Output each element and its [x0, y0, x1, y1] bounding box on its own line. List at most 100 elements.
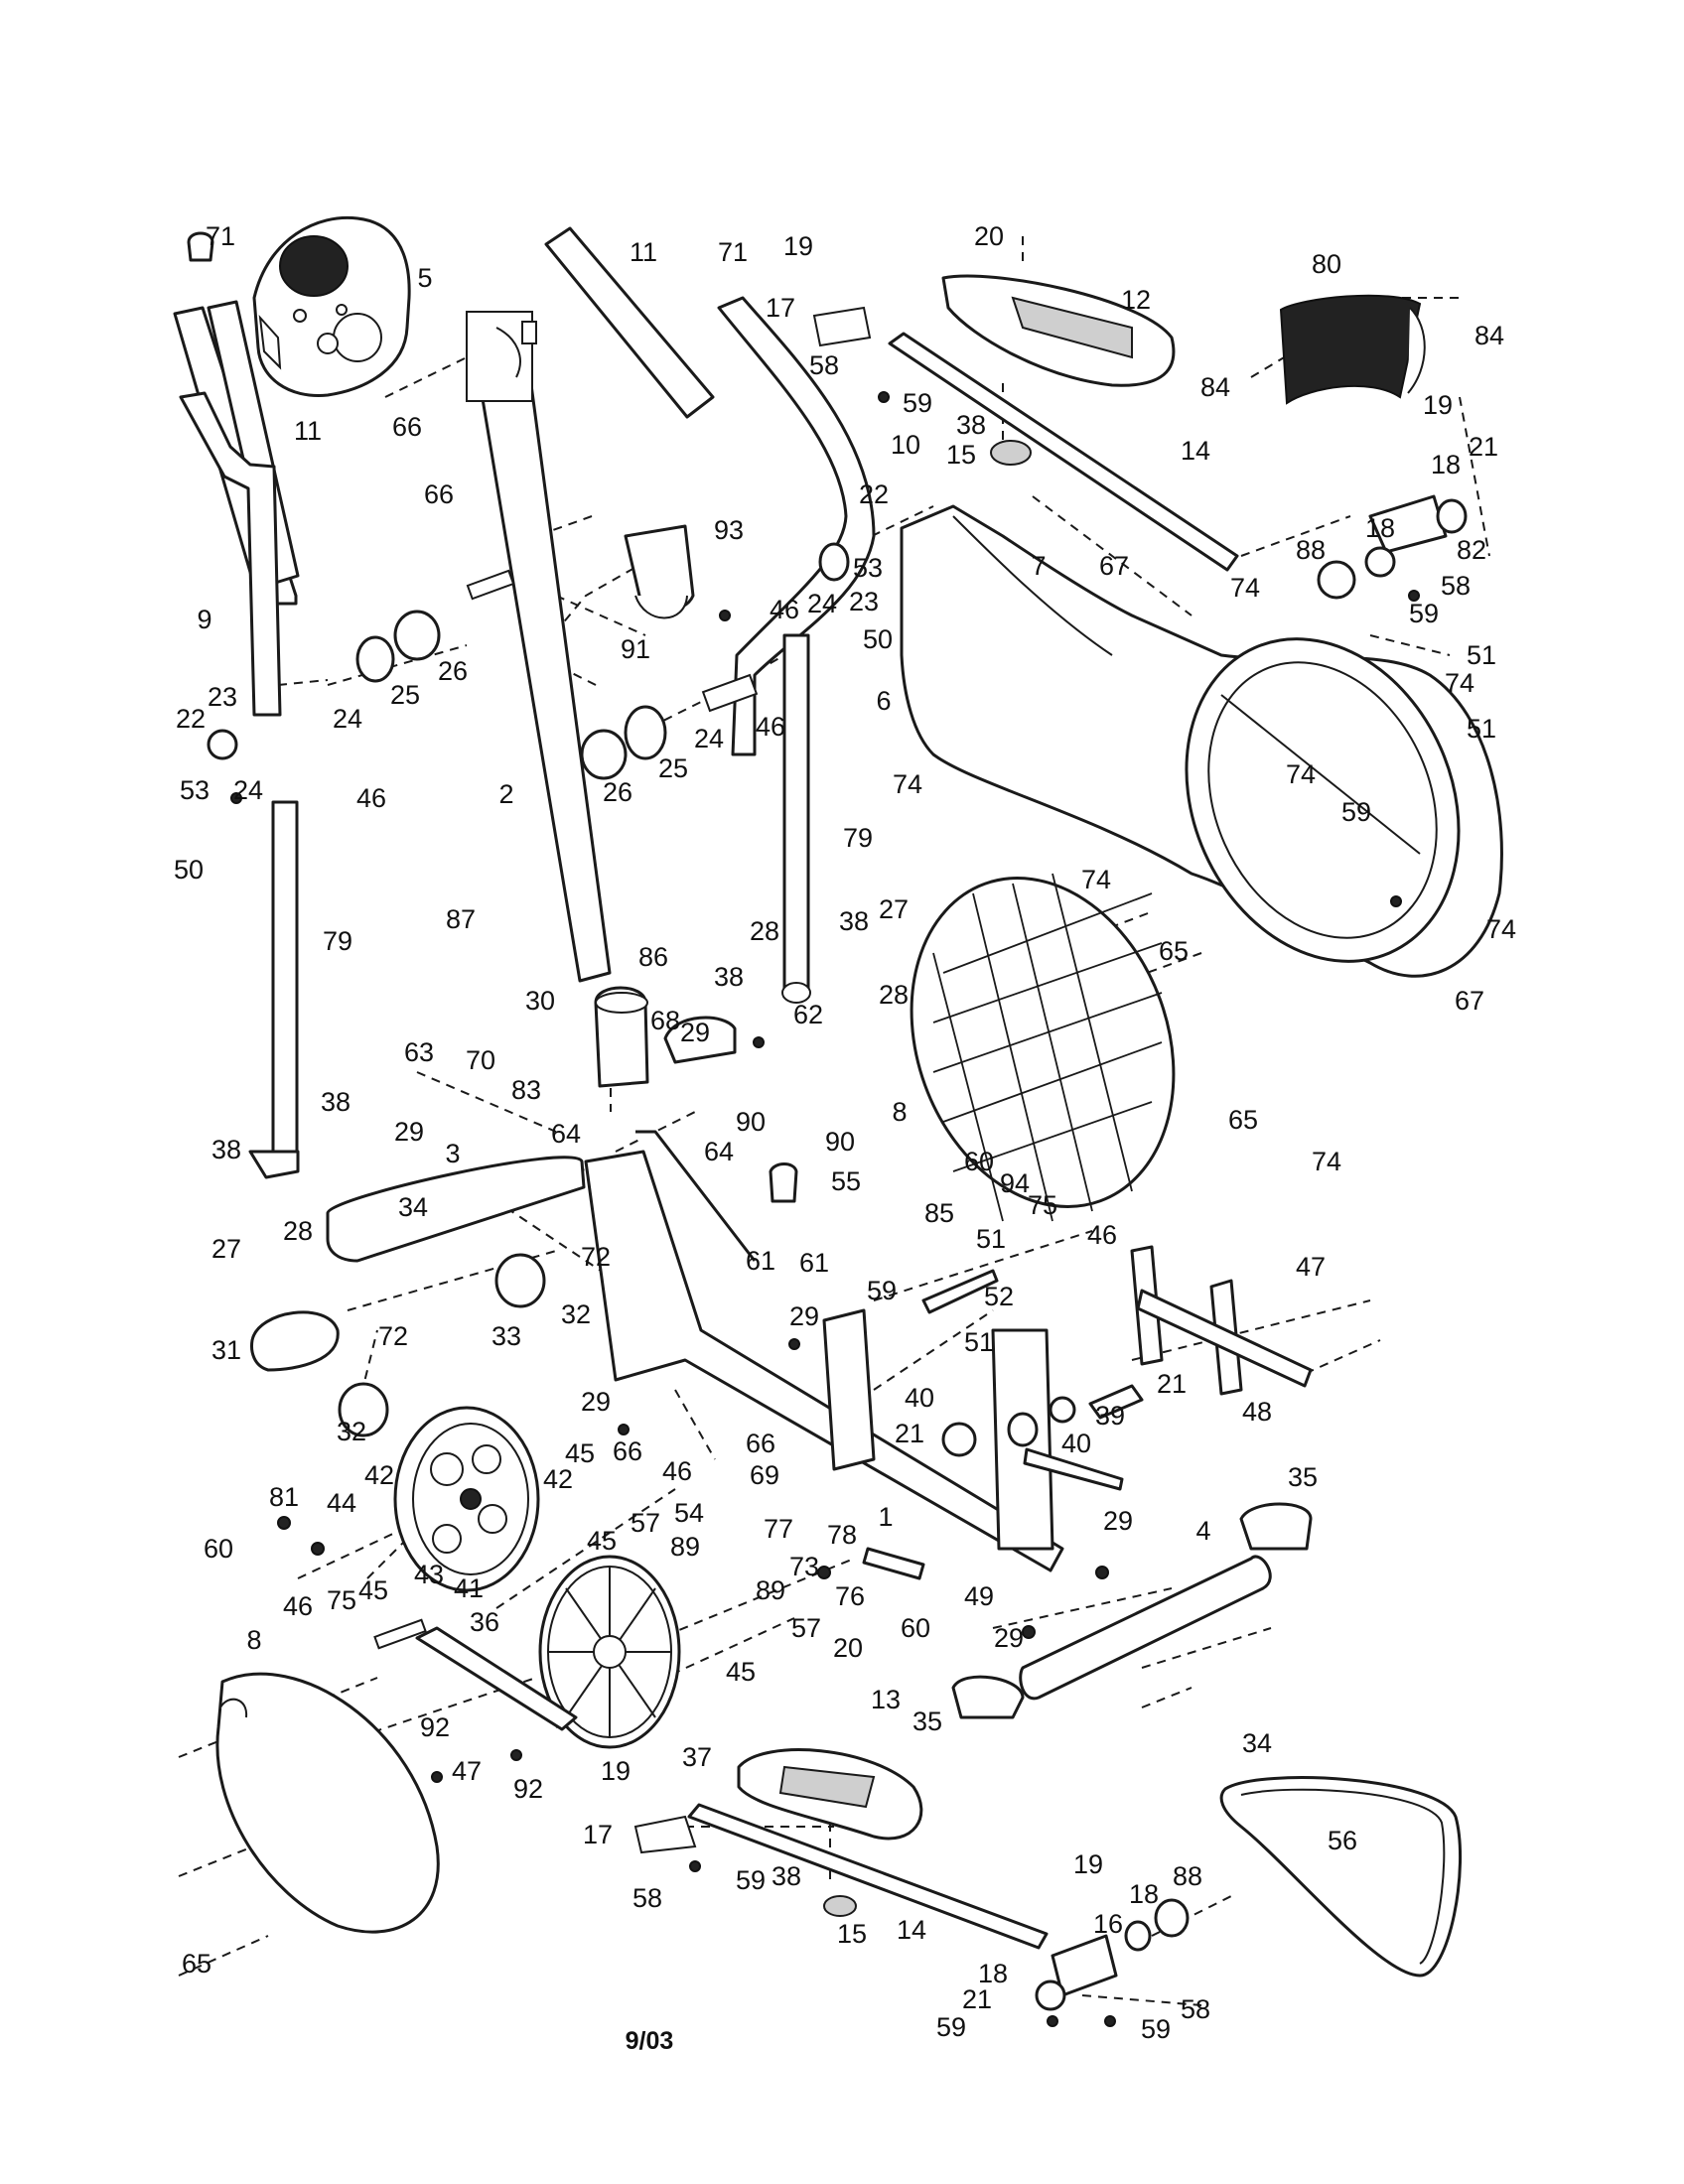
part-callout-c61a: 61: [746, 1246, 775, 1276]
part-callout-c71a: 71: [206, 221, 235, 251]
part-callout-c59d: 59: [867, 1276, 897, 1305]
part-callout-c51b: 51: [1467, 714, 1496, 744]
part-callout-c67a: 67: [1099, 551, 1129, 581]
axle-bracket: [373, 1618, 578, 1731]
part-callout-c65c: 65: [182, 1949, 211, 1979]
part-callout-c27a: 27: [879, 894, 909, 924]
stabilizer-link-upper: [1317, 494, 1468, 600]
part-callout-c5: 5: [417, 263, 432, 293]
part-callout-c90b: 90: [825, 1127, 855, 1157]
part-callout-c28c: 28: [283, 1216, 313, 1246]
part-callout-c29a: 29: [680, 1018, 710, 1047]
part-callout-c38e: 38: [211, 1135, 241, 1164]
part-callout-c89a: 89: [670, 1532, 700, 1562]
part-callout-c59e: 59: [736, 1865, 766, 1895]
idler-and-crank-parts: [769, 1162, 1313, 1580]
part-callout-c49: 49: [964, 1581, 994, 1611]
part-callout-c46b: 46: [770, 595, 799, 624]
part-callout-c92a: 92: [420, 1712, 450, 1742]
part-callout-c23a: 23: [208, 682, 237, 712]
part-callout-c18b: 18: [1365, 513, 1395, 543]
part-callout-c4: 4: [1195, 1516, 1210, 1546]
part-callout-c66d: 66: [746, 1429, 775, 1458]
part-callout-c46e: 46: [662, 1456, 692, 1486]
part-callout-c81: 81: [269, 1482, 299, 1512]
part-callout-c67b: 67: [1455, 986, 1484, 1016]
part-callout-c79a: 79: [323, 926, 352, 956]
rear-stabilizer: [951, 1502, 1313, 1719]
part-callout-c25a: 25: [390, 680, 420, 710]
part-callout-c46d: 46: [1087, 1220, 1117, 1250]
part-callout-c28b: 28: [879, 980, 909, 1010]
part-callout-c64a: 64: [551, 1119, 581, 1149]
part-callout-c94: 94: [1000, 1168, 1030, 1198]
part-callout-c76: 76: [835, 1581, 865, 1611]
part-callout-c58c: 58: [632, 1883, 662, 1913]
part-callout-c21b: 21: [1157, 1369, 1187, 1399]
part-callout-c89b: 89: [756, 1575, 785, 1605]
part-callout-c60a: 60: [964, 1147, 994, 1176]
part-callout-c23b: 23: [849, 587, 879, 616]
part-callout-c38c: 38: [714, 962, 744, 992]
part-callout-c24a: 24: [233, 775, 263, 805]
part-callout-c6: 6: [876, 686, 891, 716]
part-callout-c38b: 38: [839, 906, 869, 936]
part-callout-c38a: 38: [956, 410, 986, 440]
part-callout-c53b: 53: [853, 553, 883, 583]
part-callout-c22b: 22: [859, 479, 889, 509]
part-callout-c22a: 22: [176, 704, 206, 734]
part-callout-c60c: 60: [901, 1613, 930, 1643]
part-callout-c38d: 38: [321, 1087, 351, 1117]
part-callout-c74c: 74: [1286, 759, 1316, 789]
part-callout-c51d: 51: [964, 1327, 994, 1357]
part-callout-c51c: 51: [976, 1224, 1006, 1254]
part-callout-c43: 43: [414, 1560, 444, 1589]
main-frame: [584, 986, 1124, 1572]
part-callout-c61b: 61: [799, 1248, 829, 1278]
part-callout-c70: 70: [466, 1045, 495, 1075]
part-callout-c29c: 29: [789, 1301, 819, 1331]
part-callout-c48: 48: [1242, 1397, 1272, 1427]
part-callout-c55: 55: [831, 1166, 861, 1196]
part-callout-c51a: 51: [1467, 640, 1496, 670]
front-stabilizer: [250, 1016, 737, 1437]
left-side-cover: [215, 1672, 440, 1934]
part-callout-c59f: 59: [936, 2012, 966, 2042]
part-callout-c50b: 50: [863, 624, 893, 654]
part-callout-c80: 80: [1312, 249, 1341, 279]
part-callout-c82: 82: [1457, 535, 1486, 565]
part-callout-c24d: 24: [694, 724, 724, 753]
part-callout-c62: 62: [793, 1000, 823, 1029]
part-callout-c32b: 32: [337, 1417, 366, 1446]
part-callout-c59a: 59: [903, 388, 932, 418]
part-callout-c45d: 45: [726, 1657, 756, 1687]
part-callout-c74a: 74: [1230, 573, 1260, 603]
part-callout-c9: 9: [197, 605, 211, 634]
part-callout-c60b: 60: [204, 1534, 233, 1564]
part-callout-c32a: 32: [561, 1299, 591, 1329]
part-callout-c46c: 46: [756, 712, 785, 742]
part-callout-c21c: 21: [895, 1419, 924, 1448]
part-callout-c27b: 27: [211, 1234, 241, 1264]
part-callout-c24b: 24: [333, 704, 362, 734]
part-callout-c19a: 19: [783, 231, 813, 261]
part-callout-c8a: 8: [892, 1097, 907, 1127]
part-callout-c3: 3: [445, 1139, 460, 1168]
part-callout-c29d: 29: [581, 1387, 611, 1417]
right-shroud: [900, 504, 1503, 978]
part-callout-c91: 91: [621, 634, 650, 664]
part-callout-c74e: 74: [1081, 865, 1111, 894]
part-callout-c54: 54: [674, 1498, 704, 1528]
part-callout-c18d: 18: [978, 1959, 1008, 1988]
part-callout-c29b: 29: [394, 1117, 424, 1147]
part-callout-c74f: 74: [1486, 914, 1516, 944]
part-callout-c42b: 42: [364, 1460, 394, 1490]
part-callout-c52: 52: [984, 1282, 1014, 1311]
part-callout-c78: 78: [827, 1520, 857, 1550]
part-callout-c74d: 74: [893, 769, 922, 799]
part-callout-c30: 30: [525, 986, 555, 1016]
part-callout-c59c: 59: [1341, 797, 1371, 827]
part-callout-c86: 86: [638, 942, 668, 972]
